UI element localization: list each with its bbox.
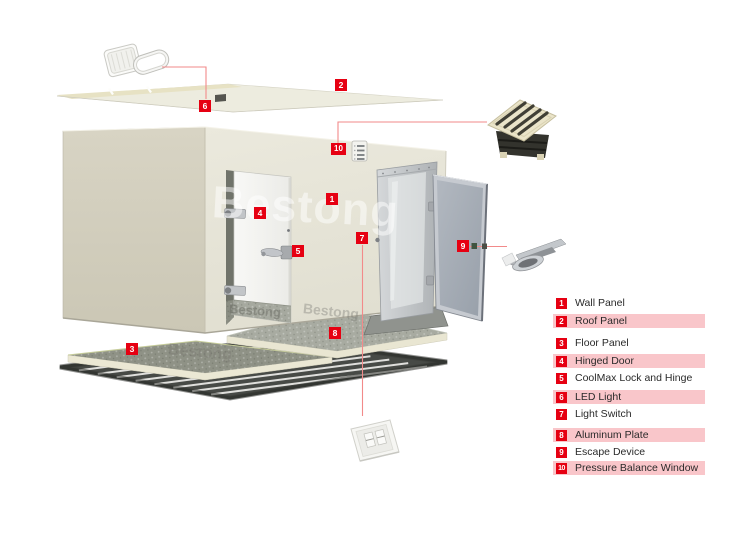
escape-device-image bbox=[501, 238, 567, 272]
legend-num-badge: 3 bbox=[556, 337, 567, 349]
door-hinge-bottom bbox=[224, 285, 246, 296]
callout-hinged-door: 4 bbox=[254, 207, 266, 219]
callout-escape-device: 9 bbox=[457, 240, 469, 252]
legend-row-led-light: 6 LED Light bbox=[553, 390, 705, 404]
legend-num-badge: 1 bbox=[556, 297, 567, 309]
light-switch-image bbox=[350, 419, 400, 462]
callout-roof-panel: 2 bbox=[335, 79, 347, 91]
box-left-face bbox=[62, 126, 206, 334]
legend-num-badge: 7 bbox=[556, 408, 567, 420]
legend-row-wall-panel: 1 Wall Panel bbox=[553, 296, 705, 310]
legend-label: LED Light bbox=[575, 391, 622, 403]
escape-device-door-mount bbox=[471, 243, 477, 249]
legend-num-badge: 4 bbox=[556, 355, 567, 367]
roof-panel bbox=[56, 83, 444, 113]
coolmax-lock-handle bbox=[260, 245, 293, 260]
callout-coolmax-lock: 5 bbox=[292, 245, 304, 257]
legend-label: Aluminum Plate bbox=[575, 429, 649, 441]
door-hinge-top bbox=[224, 208, 246, 219]
legend-label: Escape Device bbox=[575, 446, 646, 458]
legend-row-aluminum-plate: 8 Aluminum Plate bbox=[553, 428, 705, 442]
callout-aluminum-plate: 8 bbox=[329, 327, 341, 339]
callout-led-light: 6 bbox=[199, 100, 211, 112]
parts-legend: 1 Wall Panel 2 Roof Panel 3 Floor Panel … bbox=[553, 292, 705, 478]
led-light-image bbox=[103, 43, 170, 78]
legend-label: Floor Panel bbox=[575, 337, 629, 349]
callout-wall-panel: 1 bbox=[326, 193, 338, 205]
escape-device-pin bbox=[482, 243, 487, 249]
hinged-door bbox=[224, 170, 293, 325]
legend-num-badge: 2 bbox=[556, 315, 567, 327]
legend-num-badge: 8 bbox=[556, 429, 567, 441]
legend-num-badge: 6 bbox=[556, 391, 567, 403]
legend-num-badge: 10 bbox=[556, 462, 567, 474]
legend-label: Light Switch bbox=[575, 408, 632, 420]
legend-row-hinged-door: 4 Hinged Door bbox=[553, 354, 705, 368]
pressure-balance-window-image bbox=[487, 99, 557, 160]
legend-label: Roof Panel bbox=[575, 315, 627, 327]
callout-pressure-balance-window: 10 bbox=[331, 143, 346, 155]
legend-label: Pressure Balance Window bbox=[575, 462, 699, 474]
legend-num-badge: 9 bbox=[556, 446, 567, 458]
legend-num-badge: 5 bbox=[556, 372, 567, 384]
legend-row-coolmax-lock: 5 CoolMax Lock and Hinge bbox=[553, 371, 705, 385]
roof-clip bbox=[215, 94, 226, 102]
legend-label: CoolMax Lock and Hinge bbox=[575, 372, 693, 384]
legend-row-light-switch: 7 Light Switch bbox=[553, 407, 705, 421]
legend-row-escape-device: 9 Escape Device bbox=[553, 445, 705, 459]
legend-label: Wall Panel bbox=[575, 297, 625, 309]
pressure-balance-window-on-wall bbox=[351, 140, 368, 162]
legend-label: Hinged Door bbox=[575, 355, 634, 367]
callout-floor-panel: 3 bbox=[126, 343, 138, 355]
legend-row-pressure-balance-window: 10 Pressure Balance Window bbox=[553, 461, 705, 475]
callout-light-switch: 7 bbox=[356, 232, 368, 244]
legend-row-floor-panel: 3 Floor Panel bbox=[553, 336, 705, 350]
legend-row-roof-panel: 2 Roof Panel bbox=[553, 314, 705, 328]
display-door-frame bbox=[363, 161, 449, 336]
